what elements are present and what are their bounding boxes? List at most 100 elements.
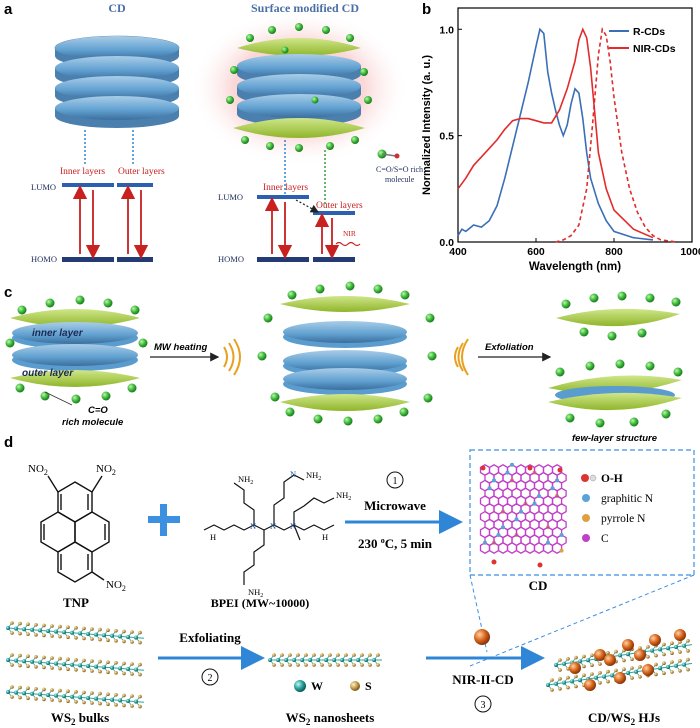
bpei-nh2-4: NH2 xyxy=(248,587,263,599)
w-atom xyxy=(578,659,582,664)
s-atom xyxy=(106,692,110,696)
s-atom xyxy=(678,669,682,673)
molecule-label-c1: C=O xyxy=(88,405,108,416)
tnp-labels: NO2 NO2 NO2 TNP xyxy=(28,463,126,610)
x-axis-label: Wavelength (nm) xyxy=(529,261,621,273)
molecule-legend: C=O/S=O rich molecule xyxy=(376,149,423,184)
legend-entry: R-CDs xyxy=(633,26,665,38)
graphitic-n-atom xyxy=(550,486,555,491)
w-atom xyxy=(22,627,26,632)
s-atom xyxy=(90,701,94,705)
s-atom xyxy=(58,666,62,671)
graphitic-n-atom xyxy=(546,540,551,545)
lattice-hexagon xyxy=(533,542,545,554)
condition-label: 230 oC, 5 min xyxy=(358,536,433,551)
s-atom xyxy=(10,621,14,625)
bpei-label: BPEI (MW~10000) xyxy=(211,596,310,610)
s-atom xyxy=(662,671,666,675)
w-atom xyxy=(94,632,98,637)
few-layer-products: few-layer structure xyxy=(548,291,683,444)
graphitic-n-atom xyxy=(555,478,560,483)
graphitic-n-dot xyxy=(582,494,590,502)
s-atom xyxy=(344,663,348,667)
exfoliating-step: Exfoliating 2 xyxy=(158,630,265,686)
s-atom xyxy=(74,626,78,630)
w-atom xyxy=(46,693,50,697)
series-line-r-cds xyxy=(457,27,654,241)
s-atom xyxy=(50,634,54,638)
s-atom xyxy=(566,675,570,680)
cd-atom-legend: O-H graphitic N pyrrole N C xyxy=(581,473,654,545)
microwave-step: 1 Microwave 230 oC, 5 min xyxy=(345,471,463,551)
s-atom xyxy=(66,635,70,639)
ws2-nanosheets-label: WS2 nanosheets xyxy=(286,710,375,727)
ws2-bulks-structure xyxy=(6,621,145,709)
w-atom xyxy=(126,699,130,703)
exfoliation-label: Exfoliation xyxy=(485,342,534,353)
s-atom xyxy=(74,636,78,640)
nir-ii-cd-label: NIR-II-CD xyxy=(452,672,513,687)
s-atom xyxy=(58,624,62,629)
w-atom xyxy=(62,662,66,667)
inner-layers-label-left: Inner layers xyxy=(60,167,105,177)
s-atom xyxy=(288,653,292,657)
cd-dot-on-sheet xyxy=(622,639,634,651)
legend-graphitic-n: graphitic N xyxy=(601,493,654,505)
s-atom xyxy=(558,668,562,672)
s-atom xyxy=(66,657,70,661)
w-atom xyxy=(348,658,352,662)
panel-d-letter: d xyxy=(4,434,13,451)
s-atom xyxy=(82,626,86,631)
nir-label: NIR xyxy=(343,229,356,238)
w-atom xyxy=(682,662,686,667)
s-atom xyxy=(18,631,22,636)
s-atom xyxy=(42,665,46,670)
s-atom xyxy=(288,663,292,667)
w-atom xyxy=(14,626,18,631)
s-atom xyxy=(670,641,674,645)
s-atom xyxy=(566,685,570,690)
cd-dot-on-sheet xyxy=(594,649,606,661)
s-atom xyxy=(606,669,610,674)
cd-energy-diagram: LUMO HOMO Inner layers Outer layers xyxy=(31,130,165,264)
s-atom xyxy=(598,662,602,666)
w-atom xyxy=(78,631,82,636)
s-atom xyxy=(98,669,102,674)
s-atom xyxy=(58,634,62,639)
graphitic-n-atom xyxy=(483,540,487,545)
s-atom xyxy=(574,684,578,689)
bpei-h-2: H xyxy=(322,532,328,542)
s-atom xyxy=(34,633,38,637)
w-atom xyxy=(626,671,630,675)
hydrogen-dot xyxy=(589,474,597,482)
s-atom xyxy=(304,663,308,667)
s-atom xyxy=(130,694,134,698)
s-atom xyxy=(638,665,642,669)
s-atom xyxy=(26,622,30,626)
series-line-nir-cds-emission xyxy=(555,27,677,243)
series-line-nir-cds xyxy=(457,27,654,239)
inner-layers-label-right: Inner layers xyxy=(263,183,308,193)
graphitic-n-atom xyxy=(559,533,564,537)
w-atom xyxy=(38,628,42,633)
w-atom xyxy=(102,697,106,702)
s-atom xyxy=(34,665,38,669)
cd-dot xyxy=(474,629,490,645)
inner-layer-label: inner layer xyxy=(32,328,84,339)
w-atom xyxy=(554,663,558,667)
w-atom xyxy=(6,626,10,630)
bpei-n-2: N xyxy=(270,521,276,531)
w-atom xyxy=(30,691,34,696)
cd-ws2-hj-structure xyxy=(546,629,693,692)
graphitic-n-atom xyxy=(487,486,492,491)
s-atom xyxy=(320,663,324,667)
graphitic-n-atom xyxy=(514,517,519,522)
s-atom xyxy=(686,639,690,643)
s-atom xyxy=(18,653,22,658)
s-atom xyxy=(622,658,626,663)
s-atom xyxy=(678,640,682,644)
hjs-label: CD/WS2 HJs xyxy=(588,710,660,727)
graphitic-n-atom xyxy=(519,509,524,514)
molecule-label-c2: rich molecule xyxy=(62,417,124,428)
s-atom xyxy=(74,668,78,672)
